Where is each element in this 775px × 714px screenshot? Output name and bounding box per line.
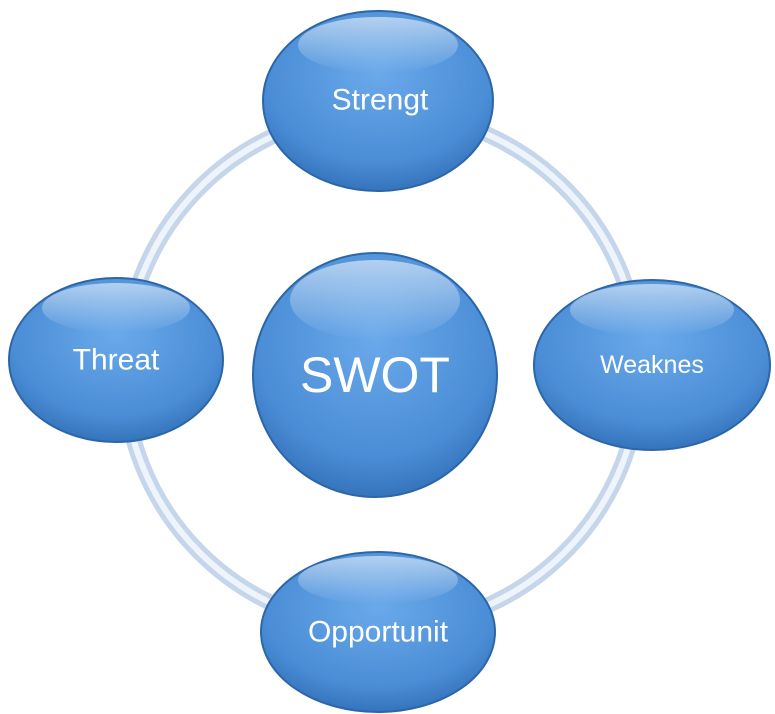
node-strength: Strengt bbox=[262, 10, 494, 192]
node-weakness: Weaknes bbox=[533, 279, 771, 451]
center-node: SWOT bbox=[252, 252, 498, 498]
strength-label: Strengt bbox=[332, 84, 429, 117]
node-threat: Threat bbox=[8, 277, 224, 443]
node-opportunity: Opportunit bbox=[260, 551, 496, 713]
weakness-label: Weaknes bbox=[600, 351, 704, 379]
threat-label: Threat bbox=[73, 344, 160, 377]
center-label: SWOT bbox=[300, 347, 450, 403]
opportunity-label: Opportunit bbox=[308, 616, 449, 649]
